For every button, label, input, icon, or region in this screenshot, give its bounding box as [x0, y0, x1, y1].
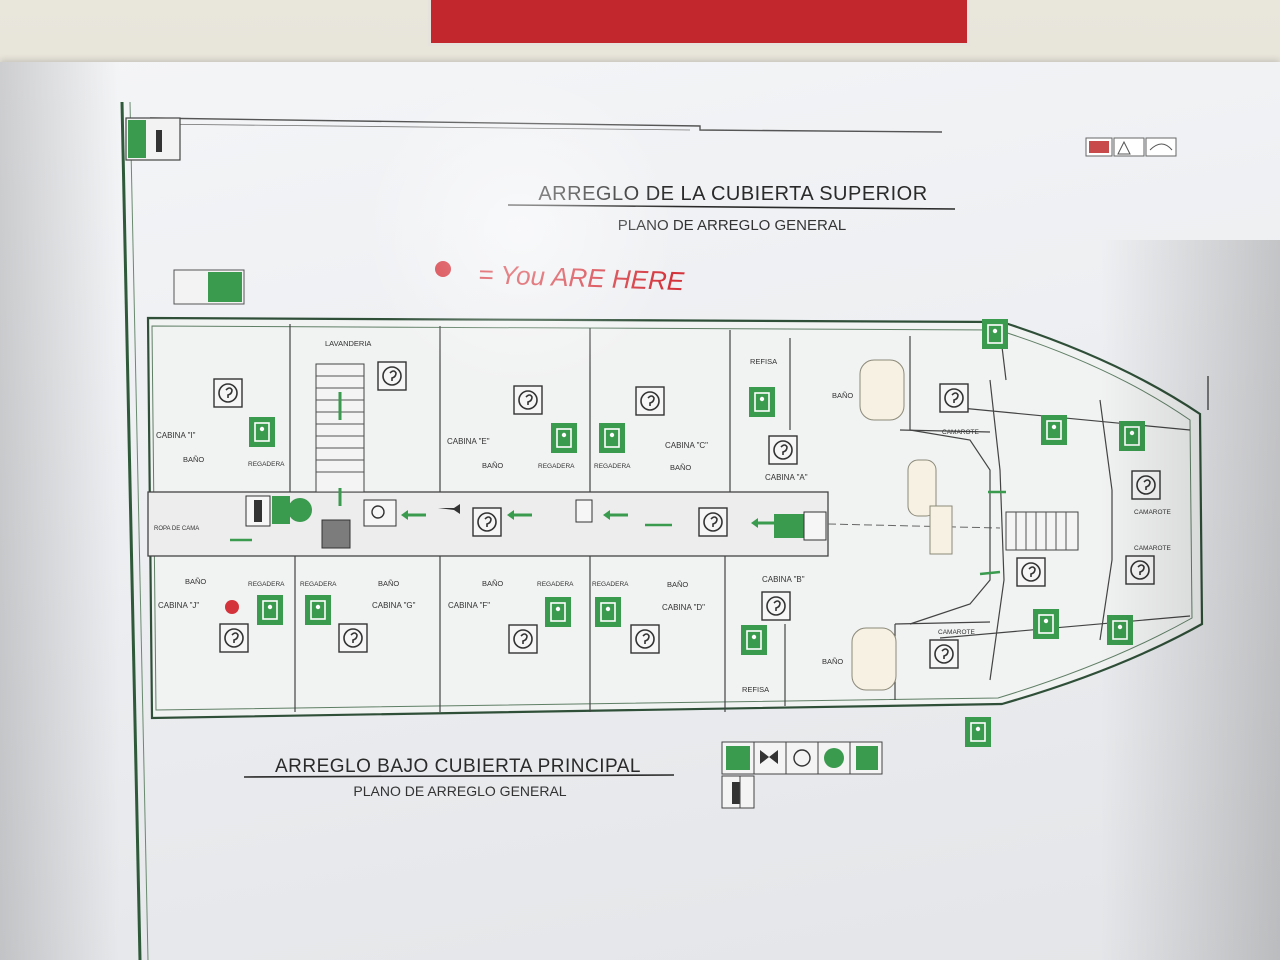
life-ring-icon — [472, 507, 502, 537]
symbol-legend — [721, 741, 883, 809]
lower-subtitle: PLANO DE ARREGLO GENERAL — [353, 783, 566, 799]
life-ring-icon — [219, 623, 249, 653]
life-ring-icon — [513, 385, 543, 415]
life-ring-icon — [1016, 557, 1046, 587]
upper-subtitle: PLANO DE ARREGLO GENERAL — [618, 217, 846, 234]
label-cabina-c: CABINA "C" — [665, 441, 708, 450]
life-ring-icon — [939, 383, 969, 413]
label-refisa: REFISA — [742, 685, 769, 694]
life-ring-icon — [761, 591, 791, 621]
life-ring-icon — [630, 624, 660, 654]
label-regadera: REGADERA — [248, 461, 285, 468]
exit-sign-icon — [550, 422, 578, 454]
escape-route-arrows — [230, 488, 1006, 576]
legend-valve-icon — [760, 750, 778, 764]
label-ropa-de-cama: ROPA DE CAMA — [154, 526, 199, 532]
you-are-here-text: = You ARE HERE — [478, 259, 686, 296]
lower-title: ARREGLO BAJO CUBIERTA PRINCIPAL — [275, 756, 641, 777]
red-sign-top — [428, 0, 970, 46]
legend-hydrant-icon — [824, 748, 844, 768]
legend-extinguisher-icon — [732, 782, 740, 804]
label-cabina-a: CABINA "A" — [765, 473, 808, 482]
life-ring-icon — [1125, 555, 1155, 585]
legend-alarm-icon — [856, 746, 878, 770]
label-cabina-f: CABINA "F" — [448, 601, 490, 610]
label-regadera: REGADERA — [592, 581, 629, 588]
exit-sign-icon — [1040, 414, 1068, 446]
legend-ring-icon — [793, 749, 811, 767]
label-camarote: CAMAROTE — [938, 629, 976, 636]
label-cabina-d: CABINA "D" — [662, 603, 705, 612]
label-cabina-i: CABINA "I" — [156, 431, 196, 440]
label-bano: BAÑO — [822, 657, 843, 666]
life-ring-icon — [1131, 470, 1161, 500]
exit-sign-icon — [1106, 614, 1134, 646]
label-regadera: REGADERA — [248, 581, 285, 588]
life-ring-icon — [377, 361, 407, 391]
label-lavanderia: LAVANDERIA — [325, 339, 371, 348]
exit-sign-icon — [256, 594, 284, 626]
label-refisa: REFISA — [750, 357, 777, 366]
you-are-here-legend-dot — [435, 261, 451, 277]
label-cabina-b: CABINA "B" — [762, 575, 805, 584]
life-ring-icon — [508, 624, 538, 654]
life-ring-icon — [768, 435, 798, 465]
legend-exit-icon — [726, 746, 750, 770]
life-ring-icon — [698, 507, 728, 537]
exit-sign-icon — [248, 416, 276, 448]
label-bano: BAÑO — [183, 455, 204, 464]
label-bano: BAÑO — [482, 579, 503, 588]
label-regadera: REGADERA — [594, 463, 631, 470]
label-regadera: REGADERA — [300, 581, 337, 588]
label-bano: BAÑO — [670, 463, 691, 472]
label-cabina-j: CABINA "J" — [158, 601, 199, 610]
life-ring-icon — [338, 623, 368, 653]
life-ring-icon — [929, 639, 959, 669]
hydrant-icon — [288, 498, 312, 522]
label-camarote: CAMAROTE — [1134, 545, 1172, 552]
label-bano: BAÑO — [482, 461, 503, 470]
label-camarote: CAMAROTE — [942, 429, 980, 436]
life-ring-icon — [213, 378, 243, 408]
exit-sign-icon — [1032, 608, 1060, 640]
life-ring-icon — [635, 386, 665, 416]
label-bano: BAÑO — [185, 577, 206, 586]
label-bano: BAÑO — [832, 391, 853, 400]
label-cabina-e: CABINA "E" — [447, 437, 490, 446]
exit-sign-icon — [598, 422, 626, 454]
label-bano: BAÑO — [667, 580, 688, 589]
you-are-here-marker — [225, 600, 239, 614]
exit-sign-icon — [594, 596, 622, 628]
label-cabina-g: CABINA "G" — [372, 601, 416, 610]
label-bano: BAÑO — [378, 579, 399, 588]
exit-sign-icon — [1118, 420, 1146, 452]
exit-sign-icon — [544, 596, 572, 628]
label-regadera: REGADERA — [538, 463, 575, 470]
exit-sign-icon — [304, 594, 332, 626]
exit-sign-icon — [981, 318, 1009, 350]
label-regadera: REGADERA — [537, 581, 574, 588]
exit-sign-icon — [964, 716, 992, 748]
upper-title: ARREGLO DE LA CUBIERTA SUPERIOR — [538, 183, 927, 205]
label-camarote: CAMAROTE — [1134, 509, 1172, 516]
exit-sign-icon — [748, 386, 776, 418]
exit-sign-icon — [740, 624, 768, 656]
